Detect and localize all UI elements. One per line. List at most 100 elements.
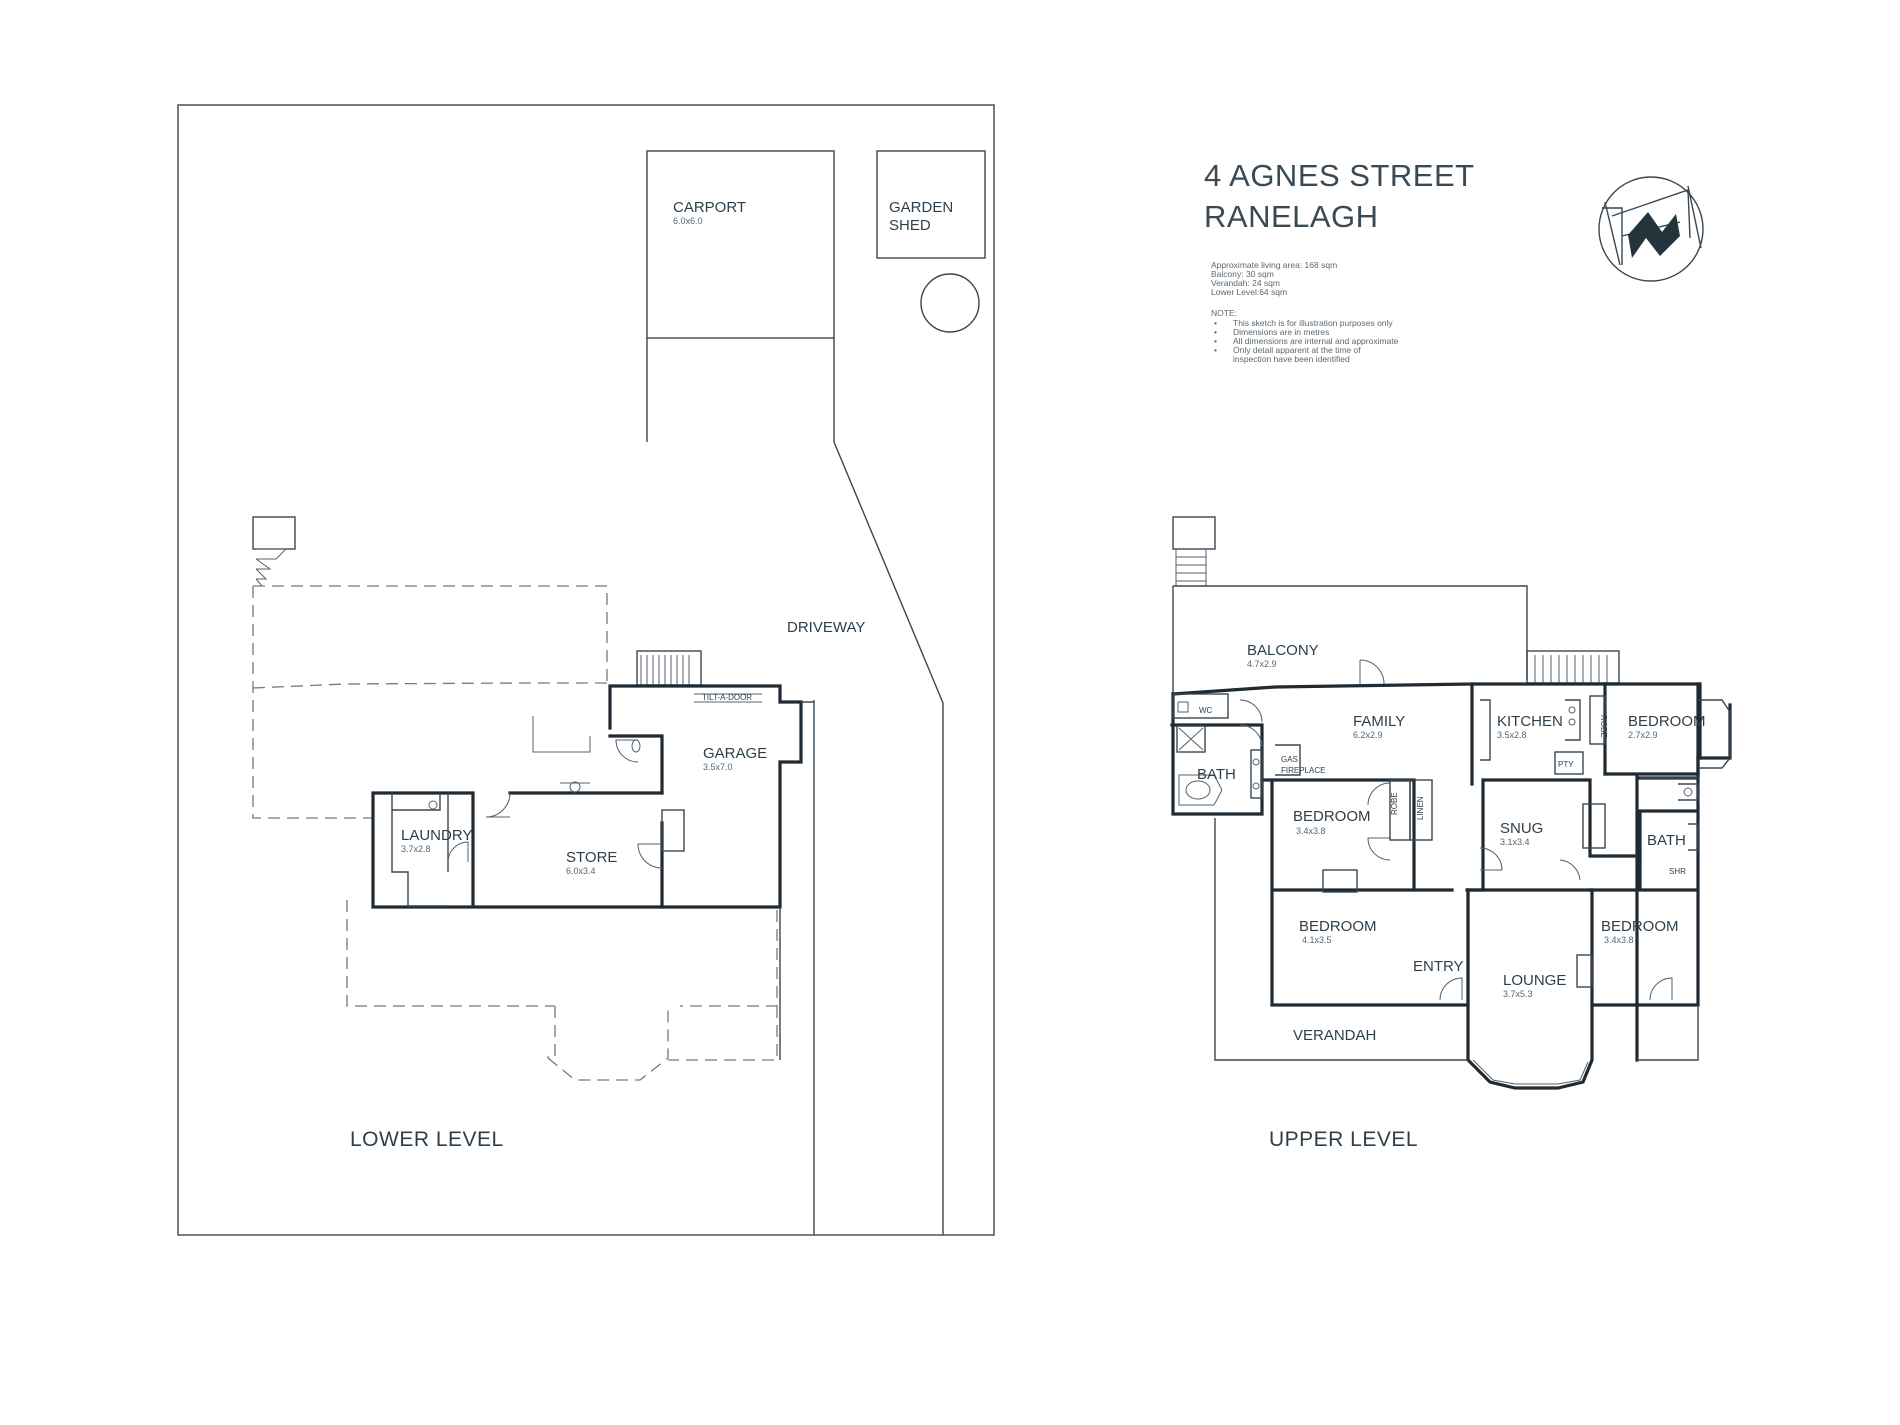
garage-label: GARAGE	[703, 745, 767, 762]
kitchen-hob-1	[1568, 706, 1576, 714]
store-inner-door-swing	[637, 843, 663, 869]
lower-level-caption: LOWER LEVEL	[350, 1128, 504, 1151]
title-line-2: RANELAGH	[1204, 199, 1379, 234]
family-dim: 6.2x2.9	[1353, 730, 1383, 740]
tree-circle	[920, 273, 980, 333]
snug-door	[1479, 847, 1581, 881]
bath-right-fixtures	[1640, 777, 1699, 851]
wc-door-swing	[615, 739, 639, 763]
note-bullet-4: •	[1214, 345, 1217, 355]
family-bedroom-door	[1367, 782, 1391, 806]
store-door-swing	[485, 792, 511, 818]
wc-label: WC	[1199, 706, 1213, 715]
laundry-door-swing	[447, 841, 469, 863]
area-verandah: Verandah: 24 sqm	[1211, 278, 1280, 288]
store-laundry-walls	[371, 791, 664, 909]
kitchen-label: KITCHEN	[1497, 713, 1563, 730]
lower-level-plan	[177, 104, 995, 1236]
title-line-1: 4 AGNES STREET	[1204, 158, 1475, 193]
balcony-label: BALCONY	[1247, 642, 1319, 659]
entry-door	[1439, 977, 1463, 1001]
bedroom-se-label: BEDROOM	[1601, 918, 1679, 935]
balcony-outline	[1172, 585, 1528, 694]
kitchen-hob-2	[1568, 718, 1576, 726]
site-boundary	[177, 104, 995, 1236]
garage-walls	[608, 684, 803, 909]
store-label: STORE	[566, 849, 617, 866]
driveway-label: DRIVEWAY	[787, 619, 865, 636]
notes-heading: NOTE:	[1211, 308, 1237, 318]
snug-label: SNUG	[1500, 820, 1543, 837]
store-stair-box	[661, 809, 685, 852]
bedroom-mid-label: BEDROOM	[1293, 808, 1371, 825]
garden-shed-outline	[876, 150, 986, 259]
bath-right-label: BATH	[1647, 832, 1686, 849]
note-item-4: Only detail apparent at the time of	[1233, 345, 1361, 355]
robe-label: ROBE	[1390, 792, 1399, 815]
lounge-dim: 3.7x5.3	[1503, 989, 1533, 999]
kitchen-robe	[1589, 695, 1606, 745]
note-item-3: All dimensions are internal and approxim…	[1233, 336, 1399, 346]
bath-right-basin	[1683, 787, 1693, 797]
lounge-label: LOUNGE	[1503, 972, 1566, 989]
bedroom-ne-label: BEDROOM	[1628, 713, 1706, 730]
tilt-door-label: TILT-A-DOOR	[702, 693, 752, 702]
service-lines	[532, 716, 591, 784]
upper-stair	[1172, 516, 1216, 586]
kitchen-dim: 3.5x2.8	[1497, 730, 1527, 740]
carport-dim: 6.0x6.0	[673, 216, 703, 226]
upper-walls-bedrooms	[1260, 778, 1470, 1007]
shr-label: SHR	[1669, 867, 1686, 876]
entry-label: ENTRY	[1413, 958, 1464, 975]
laundry-sink	[428, 800, 438, 810]
balcony-door-swing	[1359, 659, 1385, 685]
bay-window-ne	[1698, 699, 1731, 769]
lounge-fireplace	[1576, 954, 1593, 988]
pty-label: PTY	[1558, 760, 1574, 769]
note-item-2: Dimensions are in metres	[1233, 327, 1329, 337]
driveway-edge-diagonal	[833, 441, 944, 704]
bedroom-ne-dim: 2.7x2.9	[1628, 730, 1658, 740]
carport-label: CARPORT	[673, 199, 746, 216]
garage-stair	[636, 650, 702, 686]
laundry-inner-walls	[391, 793, 449, 907]
north-arrow-icon	[1598, 176, 1704, 282]
fireplace-label: FIREPLACE	[1281, 766, 1325, 775]
gas-label: GAS	[1281, 755, 1298, 764]
lounge-walls	[1466, 888, 1594, 1090]
linen-box	[1409, 779, 1433, 841]
bedroom-sw-door	[1367, 837, 1391, 861]
store-dim: 6.0x3.4	[566, 866, 596, 876]
bath-fixtures-left	[1172, 693, 1263, 806]
garden-shed-label-1: GARDEN	[889, 199, 953, 216]
balcony-dim: 4.7x2.9	[1247, 659, 1277, 669]
bedroom-se-door	[1649, 977, 1673, 1001]
upper-external-walls	[1171, 682, 1702, 760]
garden-shed-label-2: SHED	[889, 217, 931, 234]
bath-door-swing	[1239, 699, 1263, 748]
carport-outline	[646, 150, 835, 339]
floor-drain	[569, 781, 581, 793]
bath-left-label: BATH	[1197, 766, 1236, 783]
snug-fireplace	[1582, 803, 1606, 849]
upper-level-outline-dashed	[252, 585, 778, 1081]
note-bullet-1: •	[1214, 318, 1217, 328]
family-label: FAMILY	[1353, 713, 1405, 730]
linen-label: LINEN	[1416, 796, 1425, 820]
laundry-dim: 3.7x2.8	[401, 844, 431, 854]
garage-dim: 3.5x7.0	[703, 762, 733, 772]
snug-dim: 3.1x3.4	[1500, 837, 1530, 847]
note-item-5: inspection have been identified	[1233, 354, 1350, 364]
pty-box	[1554, 751, 1584, 775]
lounge-bay-glass	[1472, 1059, 1589, 1085]
kitchen-stair	[1526, 650, 1620, 684]
note-bullet-3: •	[1214, 336, 1217, 346]
bedroom-se-dim: 3.4x3.8	[1604, 935, 1634, 945]
lower-stair	[252, 516, 296, 587]
bedroom-mid-dim: 3.4x3.8	[1296, 826, 1326, 836]
bedroom-sw-label: BEDROOM	[1299, 918, 1377, 935]
upper-walls-east	[1590, 703, 1732, 1062]
area-lower: Lower Level:64 sqm	[1211, 287, 1287, 297]
bedroom-sw-dim: 4.1x3.5	[1302, 935, 1332, 945]
